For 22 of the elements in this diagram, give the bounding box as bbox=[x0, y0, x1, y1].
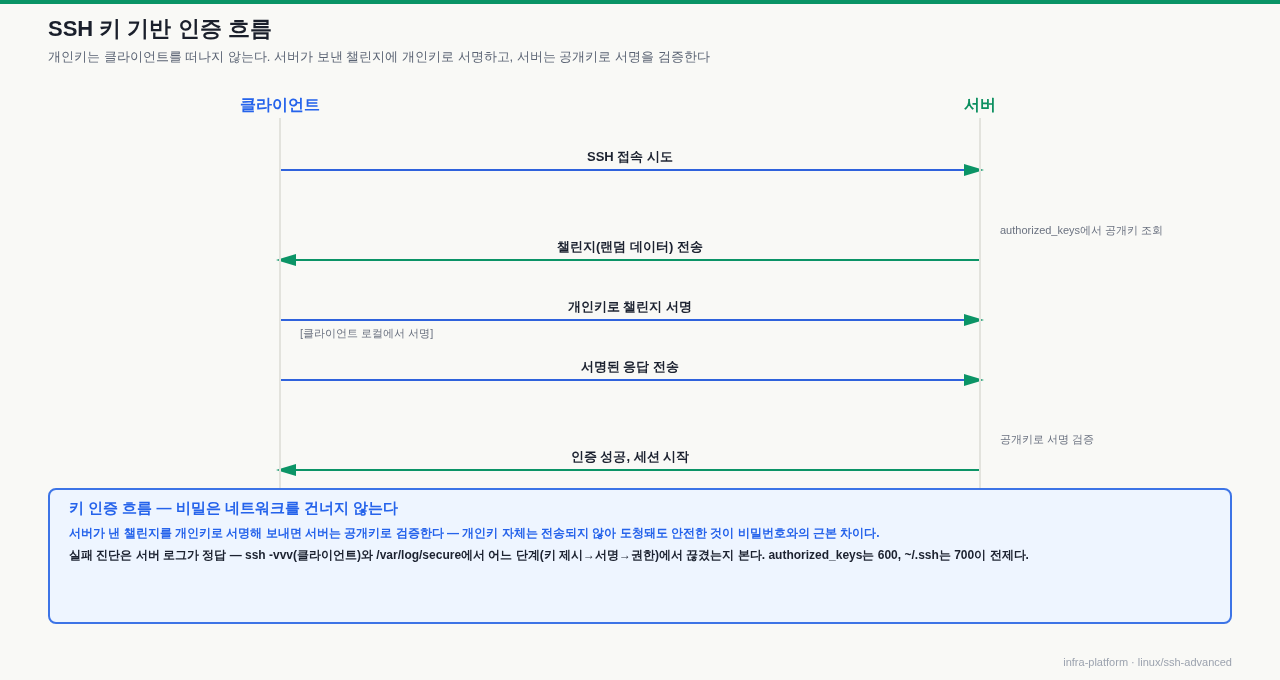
note-heading: 키 인증 흐름 — 비밀은 네트워크를 건너지 않는다 bbox=[69, 498, 400, 518]
message-arrow bbox=[276, 464, 981, 476]
note-text: 서버가 낸 챌린지를 개인키로 서명해 보내면 서버는 공개키로 검증한다 — 개인키 자체는 전송되지 않아 도청돼도 안전한 것이 비밀번호와의 근본 차이다. bbox=[69, 525, 881, 542]
note-text: [클라이언트 로컬에서 서명] bbox=[300, 326, 434, 341]
note-box bbox=[48, 488, 1232, 624]
participant-label: 서버 bbox=[964, 95, 996, 115]
edge-label: 챌린지(랜덤 데이터) 전송 bbox=[557, 238, 703, 256]
participant-label: 클라이언트 bbox=[240, 95, 320, 115]
note-text: 실패 진단은 서버 로그가 정답 — ssh -vvv(클라이언트)와 /var/log/secure에서 어느 단계(키 제시→서명→권한)에서 끊겼는지 본다. authorized_keys는 600, ~/.ssh는 700이 전제다. bbox=[69, 547, 1030, 564]
message-arrow bbox=[279, 314, 984, 326]
edge-label: 인증 성공, 세션 시작 bbox=[570, 448, 690, 466]
edge-label: SSH 접속 시도 bbox=[587, 148, 673, 166]
message-arrow bbox=[276, 254, 981, 266]
message-arrow bbox=[279, 374, 984, 386]
message-arrow bbox=[279, 164, 984, 176]
subtitle: 개인키는 클라이언트를 떠나지 않는다. 서버가 보낸 챌린지에 개인키로 서명하고, 서버는 공개키로 서명을 검증한다 bbox=[48, 48, 710, 66]
footer-text: infra-platform · linux/ssh-advanced bbox=[1063, 655, 1232, 670]
note-text: authorized_keys에서 공개키 조회 bbox=[1000, 223, 1164, 238]
title: SSH 키 기반 인증 흐름 bbox=[48, 15, 272, 43]
note-text: 공개키로 서명 검증 bbox=[1000, 432, 1095, 447]
edge-label: 개인키로 챌린지 서명 bbox=[567, 298, 693, 316]
edge-label: 서명된 응답 전송 bbox=[580, 358, 680, 376]
